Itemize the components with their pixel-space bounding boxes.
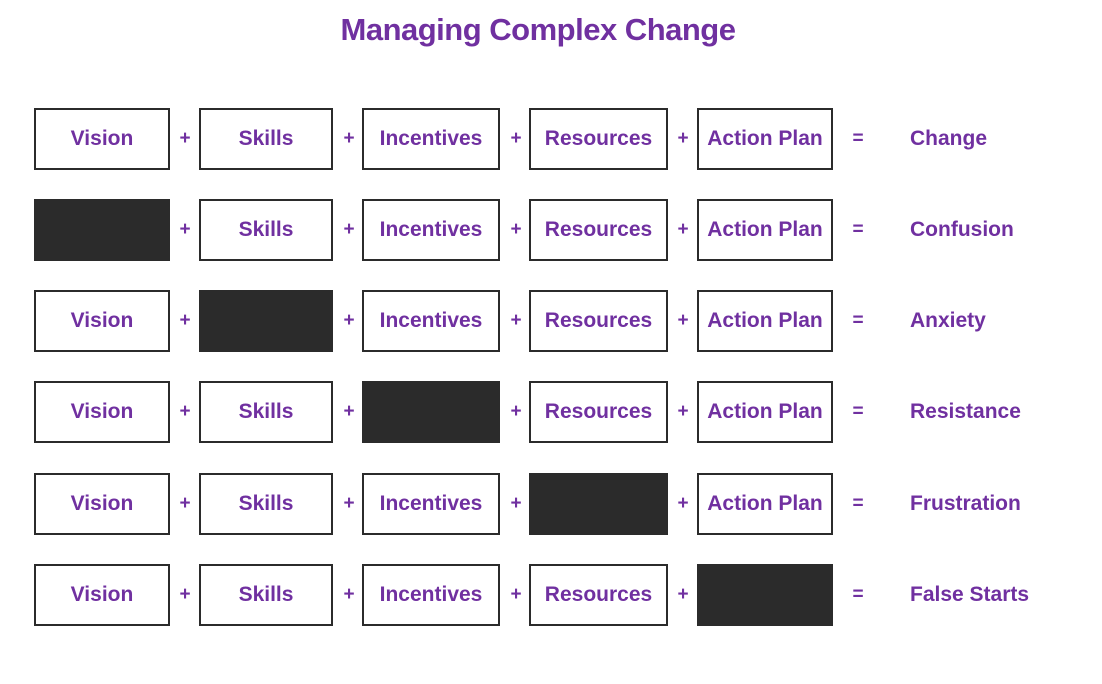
box-resources: Resources — [529, 290, 668, 352]
box-incentives: Incentives — [362, 199, 500, 261]
box-missing-vision — [34, 199, 170, 261]
box-skills: Skills — [199, 473, 333, 535]
plus-sign: + — [179, 493, 191, 514]
formula-row-anxiety: Vision + + Incentives + Resources + Acti… — [0, 290, 1102, 352]
plus-sign: + — [179, 584, 191, 605]
box-skills: Skills — [199, 564, 333, 626]
equals-sign: = — [852, 584, 864, 605]
plus-sign: + — [510, 401, 522, 422]
plus-sign: + — [677, 401, 689, 422]
result-label: Change — [910, 127, 988, 150]
plus-sign: + — [510, 310, 522, 331]
box-vision: Vision — [34, 473, 170, 535]
box-resources: Resources — [529, 381, 668, 443]
box-skills: Skills — [199, 108, 333, 170]
equals-sign: = — [852, 401, 864, 422]
diagram-title: Managing Complex Change — [340, 12, 736, 47]
plus-sign: + — [343, 493, 355, 514]
formula-row-false-starts: Vision + Skills + Incentives + Resources… — [0, 564, 1102, 626]
box-action-plan: Action Plan — [697, 473, 833, 535]
result-label: False Starts — [910, 583, 1030, 606]
plus-sign: + — [343, 584, 355, 605]
plus-sign: + — [677, 584, 689, 605]
formula-row-change: Vision + Skills + Incentives + Resources… — [0, 108, 1102, 170]
equals-sign: = — [852, 493, 864, 514]
box-vision: Vision — [34, 290, 170, 352]
plus-sign: + — [179, 219, 191, 240]
result-label: Anxiety — [910, 309, 986, 332]
plus-sign: + — [510, 584, 522, 605]
equals-sign: = — [852, 128, 864, 149]
plus-sign: + — [510, 219, 522, 240]
plus-sign: + — [343, 219, 355, 240]
formula-row-resistance: Vision + Skills + + Resources + Action P… — [0, 381, 1102, 443]
result-label: Frustration — [910, 492, 1021, 515]
box-incentives: Incentives — [362, 108, 500, 170]
box-incentives: Incentives — [362, 564, 500, 626]
box-missing-skills — [199, 290, 333, 352]
plus-sign: + — [179, 401, 191, 422]
box-incentives: Incentives — [362, 290, 500, 352]
result-label: Confusion — [910, 218, 1014, 241]
equals-sign: = — [852, 219, 864, 240]
formula-row-frustration: Vision + Skills + Incentives + + Action … — [0, 473, 1102, 535]
box-resources: Resources — [529, 199, 668, 261]
box-vision: Vision — [34, 381, 170, 443]
box-action-plan: Action Plan — [697, 108, 833, 170]
plus-sign: + — [343, 128, 355, 149]
box-missing-incentives — [362, 381, 500, 443]
box-incentives: Incentives — [362, 473, 500, 535]
box-skills: Skills — [199, 199, 333, 261]
box-action-plan: Action Plan — [697, 199, 833, 261]
equals-sign: = — [852, 310, 864, 331]
plus-sign: + — [343, 401, 355, 422]
plus-sign: + — [677, 219, 689, 240]
box-vision: Vision — [34, 108, 170, 170]
box-vision: Vision — [34, 564, 170, 626]
box-missing-resources — [529, 473, 668, 535]
plus-sign: + — [179, 128, 191, 149]
box-resources: Resources — [529, 564, 668, 626]
result-label: Resistance — [910, 400, 1021, 423]
plus-sign: + — [343, 310, 355, 331]
plus-sign: + — [510, 493, 522, 514]
box-skills: Skills — [199, 381, 333, 443]
formula-row-confusion: + Skills + Incentives + Resources + Acti… — [0, 199, 1102, 261]
box-resources: Resources — [529, 108, 668, 170]
box-action-plan: Action Plan — [697, 381, 833, 443]
plus-sign: + — [677, 310, 689, 331]
plus-sign: + — [677, 128, 689, 149]
box-missing-action-plan — [697, 564, 833, 626]
plus-sign: + — [179, 310, 191, 331]
box-action-plan: Action Plan — [697, 290, 833, 352]
plus-sign: + — [510, 128, 522, 149]
plus-sign: + — [677, 493, 689, 514]
